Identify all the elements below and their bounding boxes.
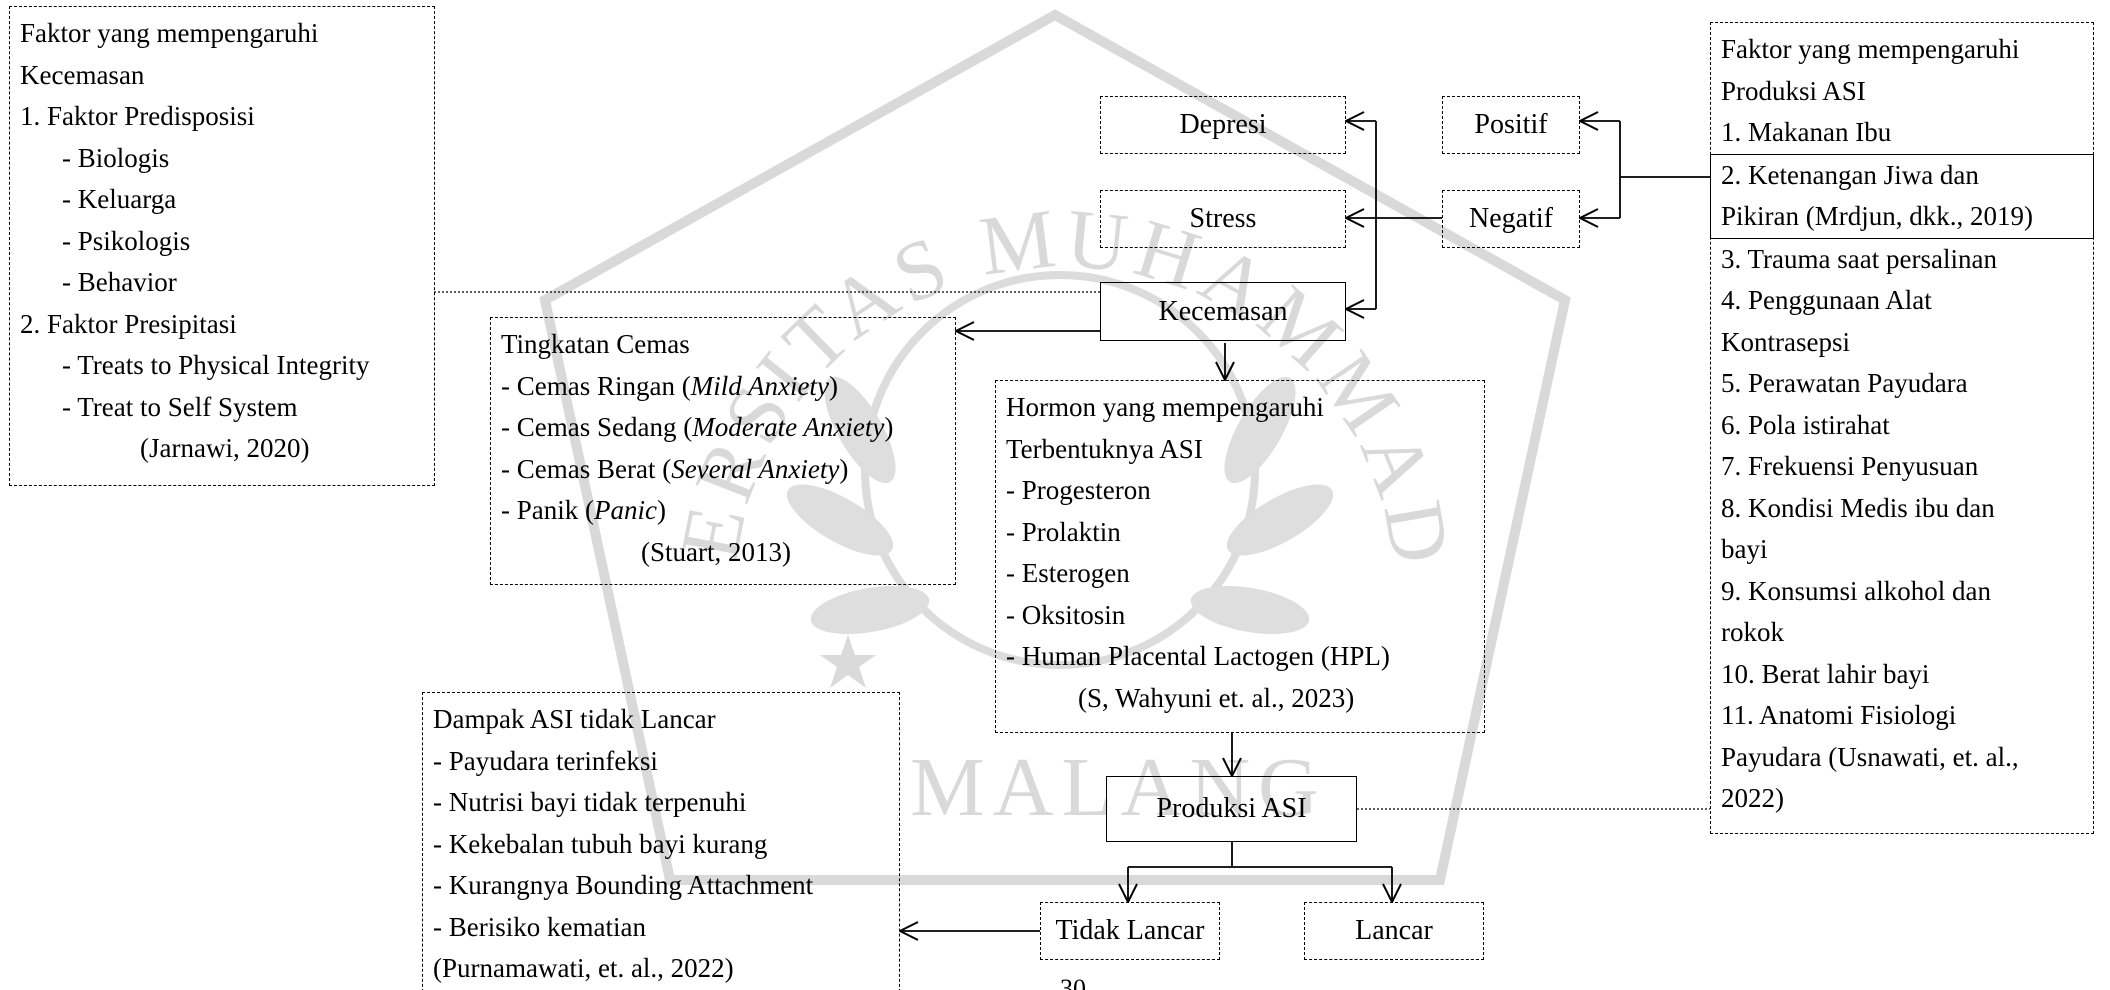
anxiety-levels-title: Tingkatan Cemas — [501, 329, 690, 359]
citation: (Stuart, 2013) — [641, 536, 791, 567]
factor-asi-item: 1. Makanan Ibu — [1721, 117, 1892, 147]
factor-asi-item: 10. Berat lahir bayi — [1721, 658, 1930, 689]
node-label: Produksi ASI — [1156, 793, 1307, 824]
citation: (Jarnawi, 2020) — [140, 433, 310, 463]
factor-asi-item: 7. Frekuensi Penyusuan — [1721, 451, 1979, 481]
node-stress: Stress — [1100, 190, 1346, 248]
factor-asi-item: 11. Anatomi Fisiologi — [1721, 700, 1957, 730]
anxiety-level-item: - Cemas Berat (Several Anxiety) — [501, 453, 849, 484]
impact-item: - Payudara terinfeksi — [433, 745, 658, 776]
impact-box: Dampak ASI tidak Lancar - Payudara terin… — [422, 692, 900, 990]
anxiety-level-item: - Panik (Panic) — [501, 495, 666, 525]
node-positif: Positif — [1442, 96, 1580, 154]
factor-asi-item: 9. Konsumsi alkohol dan — [1721, 575, 1991, 606]
factor-predisposisi: 1. Faktor Predisposisi — [20, 101, 255, 131]
factor-asi-item: 4. Penggunaan Alat — [1721, 285, 1932, 315]
node-negatif: Negatif — [1442, 190, 1580, 248]
hormones-box: Hormon yang mempengaruhi Terbentuknya AS… — [995, 380, 1485, 733]
factors-anxiety-box: Faktor yang mempengaruhi Kecemasan 1. Fa… — [9, 6, 435, 486]
anxiety-levels-box: Tingkatan Cemas - Cemas Ringan (Mild Anx… — [490, 317, 956, 585]
hormone-item: - Prolaktin — [1006, 516, 1121, 547]
hormone-item: - Human Placental Lactogen (HPL) — [1006, 641, 1390, 671]
hormone-item: - Oksitosin — [1006, 599, 1126, 630]
factor-asi-item: 2022) — [1721, 783, 1784, 813]
factor-asi-item: rokok — [1721, 617, 1784, 647]
factor-asi-item: bayi — [1721, 534, 1768, 564]
factors-anxiety-title: Faktor yang mempengaruhi — [20, 18, 319, 48]
factor-asi-item: 8. Kondisi Medis ibu dan — [1721, 492, 1995, 523]
factor-asi-item: Payudara (Usnawati, et. al., — [1721, 741, 2019, 772]
impact-item: - Kekebalan tubuh bayi kurang — [433, 828, 768, 859]
citation: (Purnamawati, et. al., 2022) — [433, 953, 734, 983]
node-label: Positif — [1474, 109, 1548, 140]
page-number: 30 — [1060, 974, 1086, 990]
seal-bottom-text: MALANG — [910, 741, 1327, 834]
seal-outline — [539, 9, 1571, 885]
node-depresi: Depresi — [1100, 96, 1346, 154]
hormones-title-2: Terbentuknya ASI — [1006, 433, 1203, 464]
factor-item: - Treat to Self System — [62, 391, 298, 422]
factor-asi-item: 2. Ketenangan Jiwa dan — [1721, 159, 1979, 190]
hormone-item: - Esterogen — [1006, 558, 1130, 588]
factor-asi-item: Kontrasepsi — [1721, 326, 1850, 357]
impact-item: - Nutrisi bayi tidak terpenuhi — [433, 787, 747, 817]
factors-asi-title: Faktor yang mempengaruhi — [1721, 34, 2020, 64]
factor-item: - Psikologis — [62, 225, 191, 256]
anxiety-level-item: - Cemas Sedang (Moderate Anxiety) — [501, 412, 894, 442]
factor-asi-item: 3. Trauma saat persalinan — [1721, 243, 1997, 274]
node-tidak-lancar: Tidak Lancar — [1040, 902, 1220, 960]
anxiety-level-item: - Cemas Ringan (Mild Anxiety) — [501, 370, 838, 401]
factor-presipitasi: 2. Faktor Presipitasi — [20, 308, 237, 339]
hormone-item: - Progesteron — [1006, 475, 1151, 505]
factor-asi-item: 5. Perawatan Payudara — [1721, 368, 1968, 398]
factor-item: - Keluarga — [62, 184, 177, 214]
factor-asi-highlighted: 2. Ketenangan Jiwa dan Pikiran (Mrdjun, … — [1710, 153, 2094, 239]
hormones-title: Hormon yang mempengaruhi — [1006, 392, 1324, 422]
node-label: Negatif — [1469, 203, 1553, 234]
impact-item: - Kurangnya Bounding Attachment — [433, 870, 814, 900]
factor-asi-item: 6. Pola istirahat — [1721, 409, 1890, 440]
factor-item: - Biologis — [62, 142, 170, 173]
factors-asi-title-2: Produksi ASI — [1721, 75, 1866, 106]
node-label: Stress — [1189, 203, 1257, 234]
factor-asi-item: Pikiran (Mrdjun, dkk., 2019) — [1721, 201, 2033, 231]
node-label: Kecemasan — [1158, 295, 1288, 327]
factors-asi-box: Faktor yang mempengaruhi Produksi ASI 1.… — [1710, 22, 2094, 834]
factor-item: - Treats to Physical Integrity — [62, 350, 370, 380]
node-produksi-asi: Produksi ASI — [1106, 776, 1357, 842]
seal-leaves — [786, 376, 1334, 635]
seal-star — [820, 635, 876, 688]
impact-title: Dampak ASI tidak Lancar — [433, 704, 716, 734]
impact-item: - Berisiko kematian — [433, 911, 646, 942]
node-label: Tidak Lancar — [1055, 915, 1205, 946]
node-label: Lancar — [1355, 915, 1433, 946]
node-lancar: Lancar — [1304, 902, 1484, 960]
factors-anxiety-title-2: Kecemasan — [20, 59, 145, 90]
node-label: Depresi — [1179, 109, 1267, 140]
factor-item: - Behavior — [62, 267, 177, 297]
node-kecemasan: Kecemasan — [1100, 282, 1346, 341]
citation: (S, Wahyuni et. al., 2023) — [1078, 682, 1355, 713]
